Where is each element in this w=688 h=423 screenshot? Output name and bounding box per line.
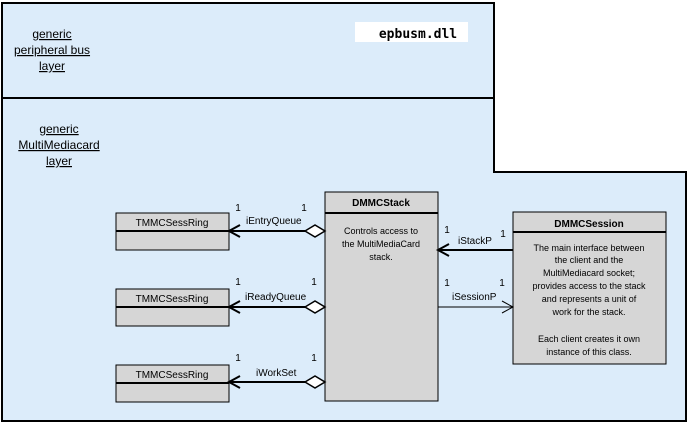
association-iworkset: iWorkSet 1 1 [226, 353, 327, 389]
association-ireadyqueue: iReadyQueue 1 1 [226, 277, 327, 314]
association-istackp: iStackP 1 1 [435, 225, 513, 257]
multiplicity: 1 [235, 277, 241, 288]
multiplicity: 1 [235, 203, 241, 214]
tmmcsessring-class-3: TMMCSessRing [115, 364, 230, 403]
class-description-line: provides access to the stack [532, 281, 646, 291]
layer-label-line: peripheral bus [14, 43, 90, 57]
class-title: DMMCStack [352, 198, 410, 209]
class-description-line: the MultiMediaCard [342, 239, 420, 249]
dmmcsession-class: DMMCSession The main interface between t… [512, 211, 667, 365]
association-ientryqueue: iEntryQueue 1 1 [226, 203, 327, 238]
dll-label: epbusm.dll [379, 27, 457, 42]
multiplicity: 1 [499, 278, 505, 289]
class-description-line: MultiMediacard socket; [543, 268, 635, 278]
peripheral-bus-layer-label: generic peripheral bus layer [14, 27, 90, 73]
tmmcsessring-class-1: TMMCSessRing [115, 212, 230, 251]
dmmcstack-class: DMMCStack Controls access to the MultiMe… [324, 191, 439, 402]
tmmcsessring-class-2: TMMCSessRing [115, 288, 230, 327]
multiplicity: 1 [444, 225, 450, 236]
class-title: TMMCSessRing [136, 294, 209, 305]
class-description-line: Controls access to [344, 226, 418, 236]
layer-label-line: layer [46, 154, 72, 168]
class-description-line: stack. [369, 252, 393, 262]
multiplicity: 1 [311, 353, 317, 364]
multimediacard-layer-label: generic MultiMediacard layer [18, 122, 99, 168]
layer-label-line: layer [39, 59, 65, 73]
class-description-line: and represents a unit of [542, 294, 637, 304]
class-title: DMMCSession [554, 219, 623, 230]
dll-label-box [355, 22, 468, 42]
role-name: iEntryQueue [246, 216, 302, 227]
class-description-line: Each client creates it own [538, 334, 640, 344]
class-description-line: The main interface between [533, 243, 644, 253]
role-name: iWorkSet [256, 368, 297, 379]
multiplicity: 1 [301, 203, 307, 214]
class-description-line: the client and the [555, 255, 624, 265]
association-isessionp: iSessionP 1 1 [438, 278, 515, 314]
role-name: iSessionP [452, 292, 497, 303]
multiplicity: 1 [235, 353, 241, 364]
layer-label-line: generic [32, 27, 71, 41]
multiplicity: 1 [500, 229, 506, 240]
layer-label-line: generic [39, 122, 78, 136]
peripheral-bus-layer-package [1, 2, 495, 99]
role-name: iReadyQueue [245, 292, 307, 303]
class-description-line: work for the stack. [551, 307, 625, 317]
layer-label-line: MultiMediacard [18, 138, 99, 152]
class-description-line: instance of this class. [546, 347, 632, 357]
multiplicity: 1 [311, 277, 317, 288]
class-title: TMMCSessRing [136, 218, 209, 229]
class-title: TMMCSessRing [136, 370, 209, 381]
role-name: iStackP [458, 236, 492, 247]
multiplicity: 1 [444, 278, 450, 289]
